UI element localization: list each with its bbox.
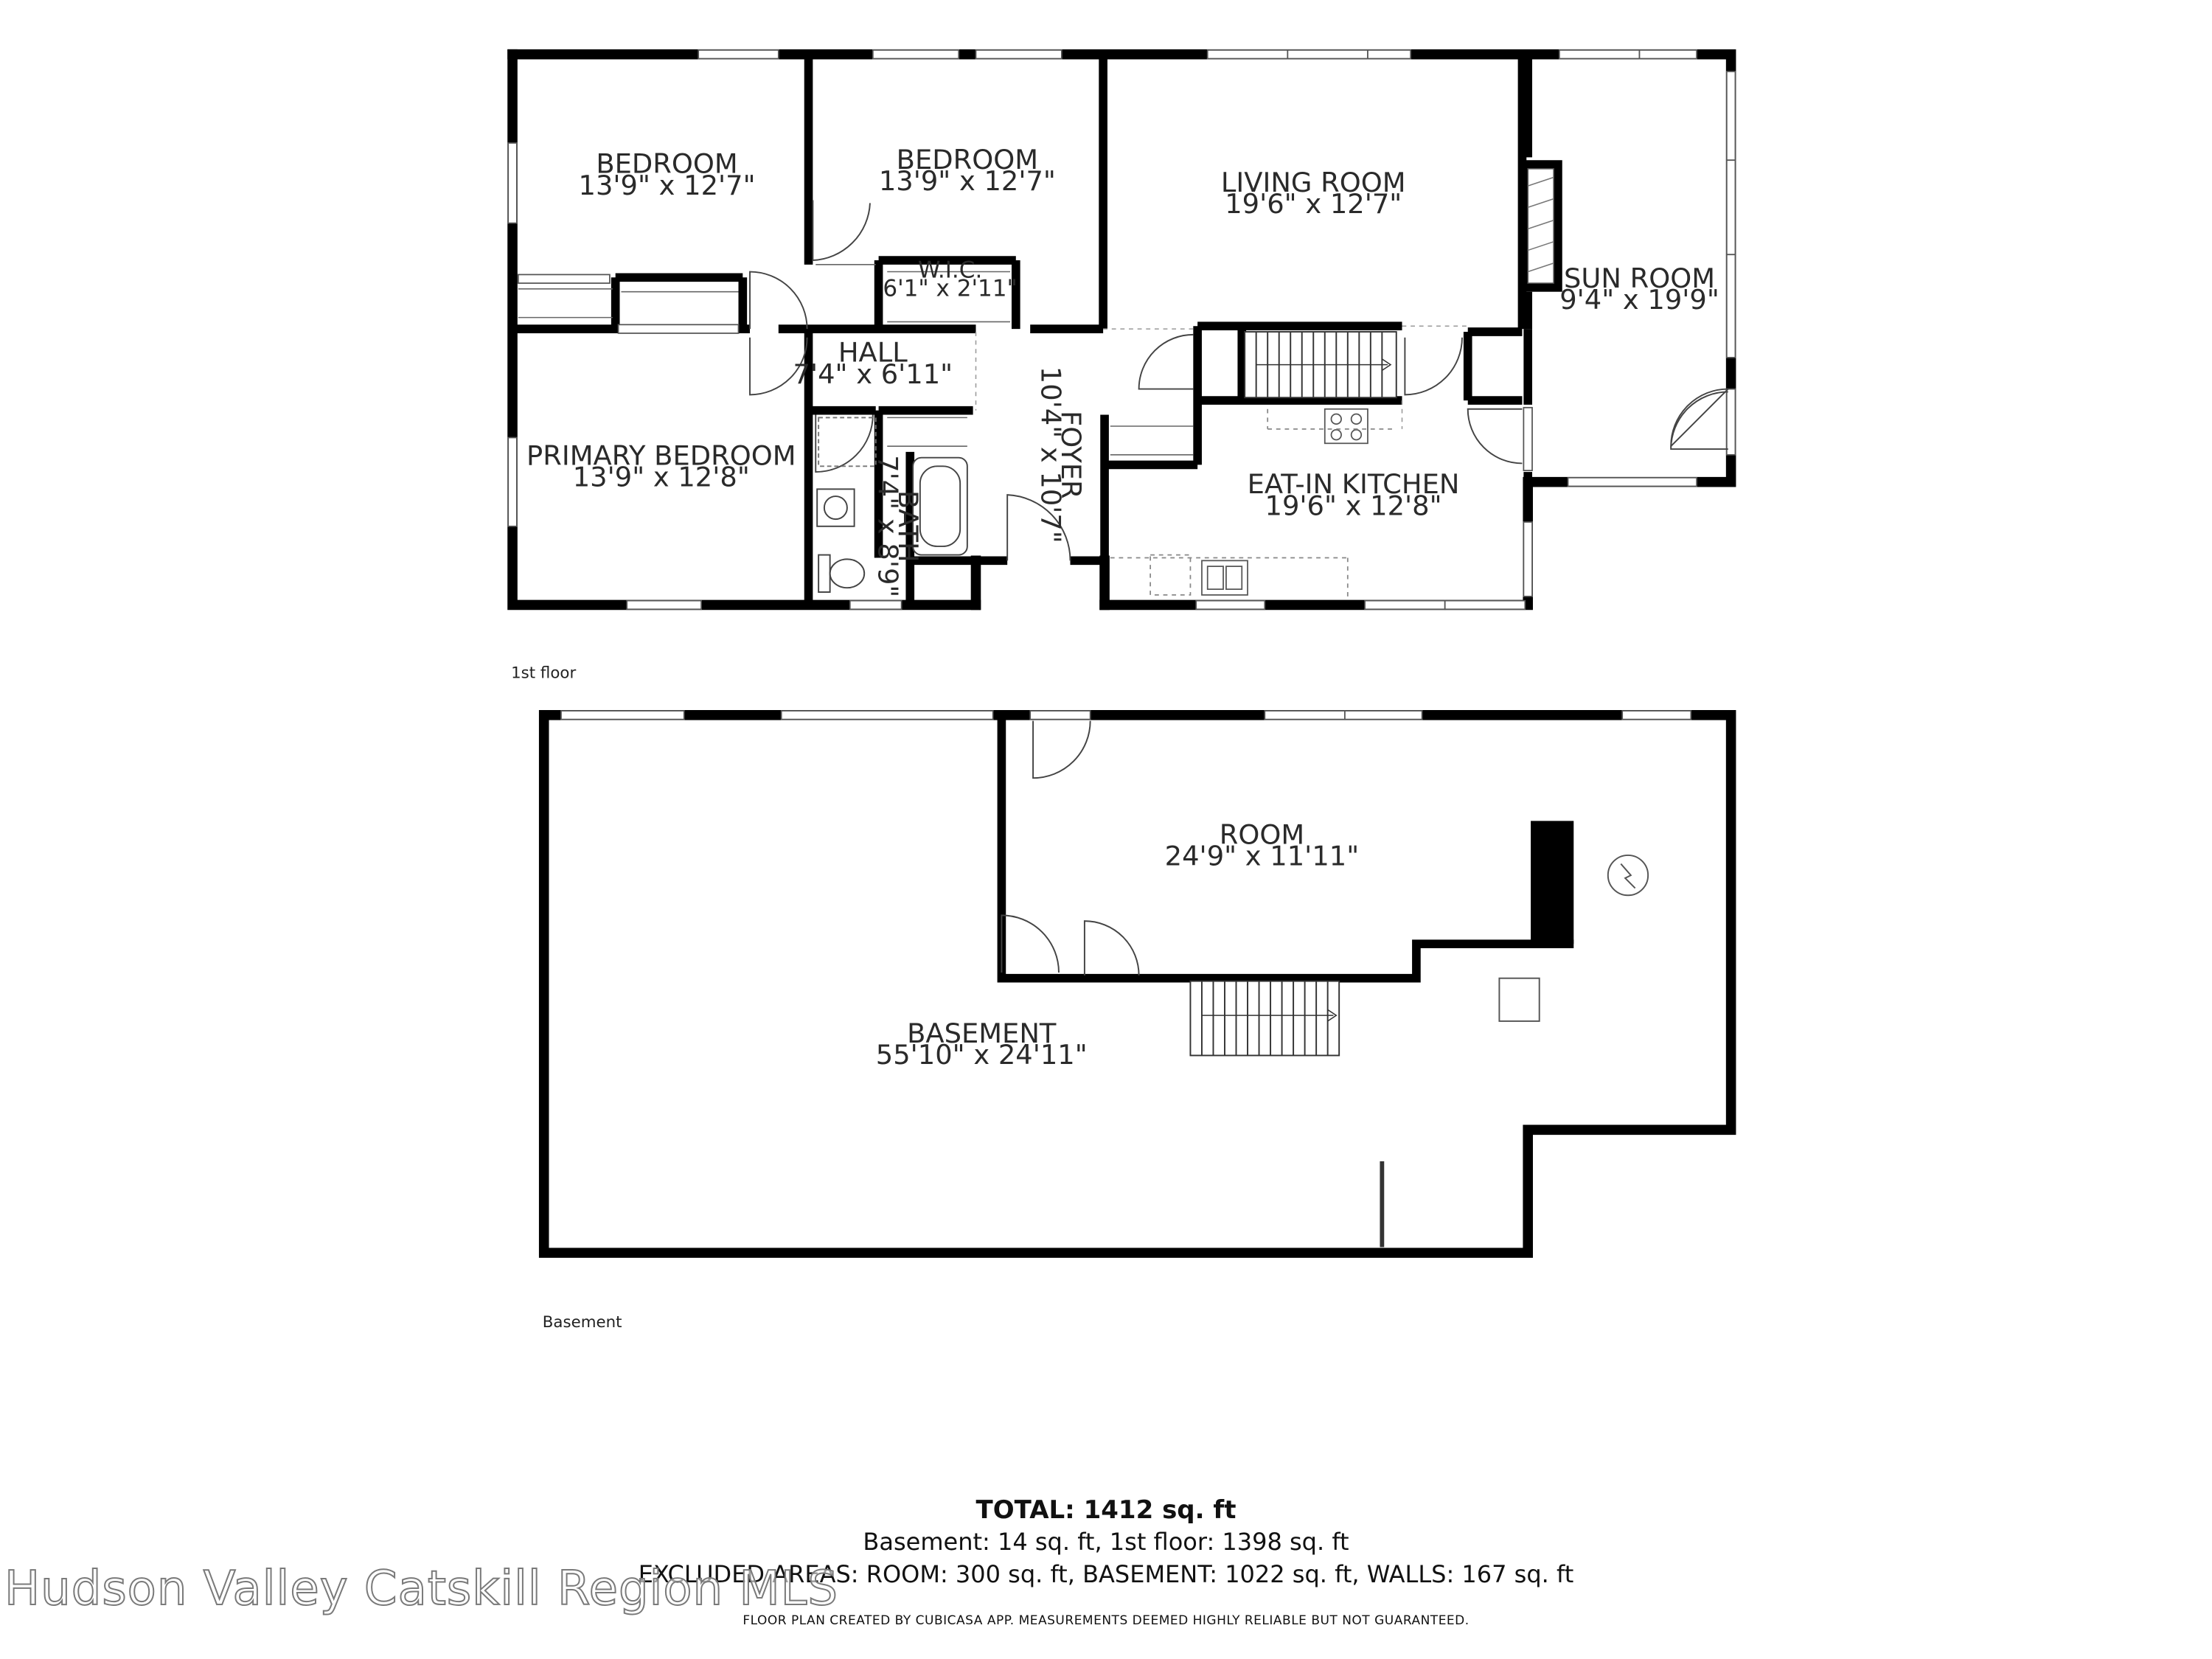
room-dims: 24'9" x 11'11" [1165,840,1359,872]
basement-floor-label: Basement [543,1313,622,1332]
hall-dims: 7'4" x 6'11" [793,358,953,390]
excluded-areas: EXCLUDED AREAS: ROOM: 300 sq. ft, BASEME… [638,1560,1574,1588]
bedroom2-dims: 13'9" x 12'7" [879,165,1056,197]
first-floor-label: 1st floor [511,664,576,682]
first-floor-windows [507,49,1736,611]
bedroom1-label: BEDROOM [596,148,737,180]
bath-dims: 7'4" x 8'9" [872,455,904,597]
total-area: TOTAL: 1412 sq. ft [975,1495,1237,1525]
bedroom2-label: BEDROOM [897,144,1038,175]
chimney-basement [1531,821,1574,945]
mls-watermark: Hudson Valley Catskill Region MLS [4,1561,838,1617]
basement-doors [1001,720,1140,975]
basement-interior-walls [997,714,1574,983]
bath-fixtures [816,417,968,593]
living-room-label: LIVING ROOM [1221,167,1406,198]
basement-utility-box [1498,977,1540,1022]
staircase-basement [1189,980,1340,1057]
wic-label: W.I.C. [918,257,982,283]
basement-exterior-walls [538,710,1736,1258]
first-floor-doors [749,200,1729,561]
hall-label: HALL [838,337,908,369]
basement-label: BASEMENT [907,1018,1057,1049]
floor-area-subtotals: Basement: 14 sq. ft, 1st floor: 1398 sq.… [863,1528,1349,1556]
open-boundaries [975,325,1468,429]
closet-lines [518,264,1194,456]
water-heater-icon [1607,854,1649,897]
foyer-label: FOYER [1055,411,1087,499]
fireplace-1st-floor [1522,160,1562,292]
kitchen-label: EAT-IN KITCHEN [1248,468,1460,500]
disclaimer: FLOOR PLAN CREATED BY CUBICASA APP. MEAS… [742,1613,1470,1628]
first-floor-plan: BEDROOM 13'9" x 12'7" BEDROOM 13'9" x 12… [507,49,1736,682]
basement-dims: 55'10" x 24'11" [876,1039,1088,1071]
staircase-1st-floor [1244,331,1397,399]
sun-room-label: SUN ROOM [1564,262,1715,294]
living-room-dims: 19'6" x 12'7" [1225,188,1402,220]
kitchen-fixtures [1110,408,1394,598]
kitchen-dims: 19'6" x 12'8" [1265,490,1442,521]
wic-dims: 6'1" x 2'11" [883,276,1017,302]
basement-plan: ROOM 24'9" x 11'11" BASEMENT 55'10" x 24… [538,710,1736,1332]
primary-bedroom-label: PRIMARY BEDROOM [526,439,796,471]
sun-room-dims: 9'4" x 19'9" [1559,284,1719,316]
bedroom1-dims: 13'9" x 12'7" [579,170,756,201]
primary-bedroom-dims: 13'9" x 12'8" [573,461,750,493]
first-floor-interior-walls [512,54,1533,605]
foyer-dims: 10'4" x 10'7" [1035,366,1067,543]
basement-windows [560,710,1692,720]
bath-label: BATH [892,490,924,563]
room-label: ROOM [1220,818,1304,850]
